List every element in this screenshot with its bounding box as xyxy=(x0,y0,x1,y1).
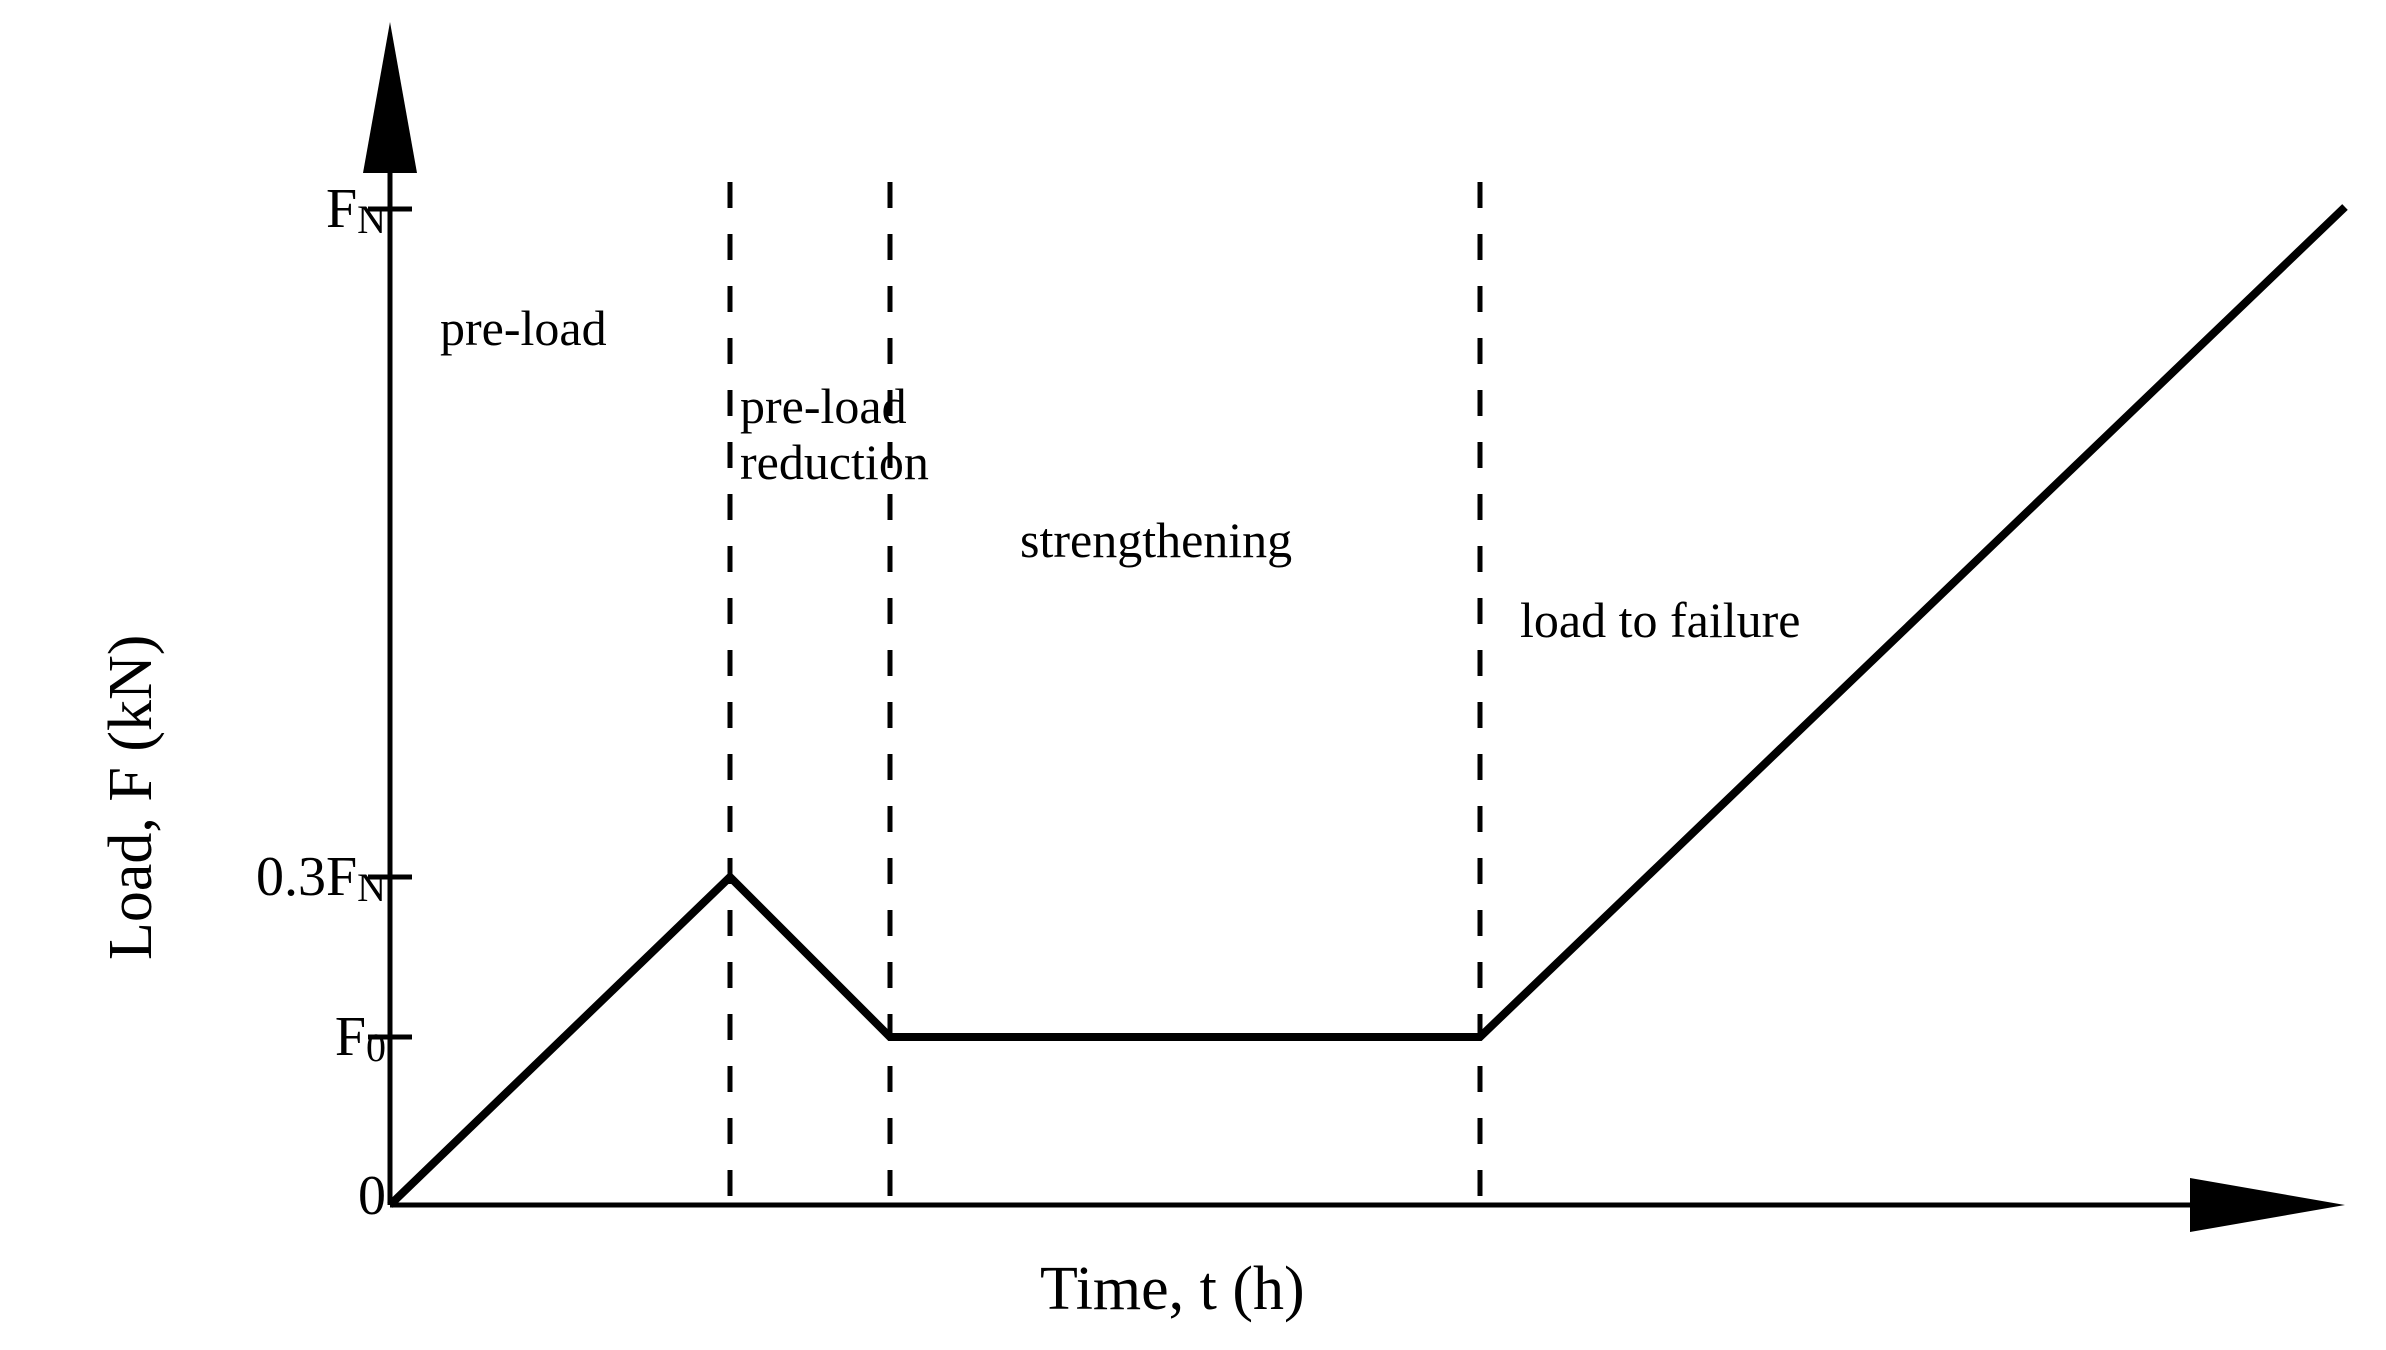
y-axis-arrow-icon xyxy=(363,22,417,173)
annotation-pre-load-reduction: pre-load reduction xyxy=(740,378,929,490)
load-history-curve xyxy=(387,204,2348,1208)
annotation-load-to-failure: load to failure xyxy=(1520,592,1801,648)
y-axis-title: Load, F (kN) xyxy=(97,634,165,960)
origin-label: 0 xyxy=(358,1165,386,1227)
y-tick-label-03fn: 0.3FN xyxy=(255,846,386,910)
x-axis-arrow-icon xyxy=(2190,1178,2345,1232)
y-tick-label-f0: F0 xyxy=(334,1006,386,1070)
x-axis-title: Time, t (h) xyxy=(1040,1255,1305,1323)
y-tick-label-fn: FN xyxy=(325,178,386,242)
annotation-pre-load: pre-load xyxy=(440,300,607,356)
annotation-strengthening: strengthening xyxy=(1020,512,1293,568)
